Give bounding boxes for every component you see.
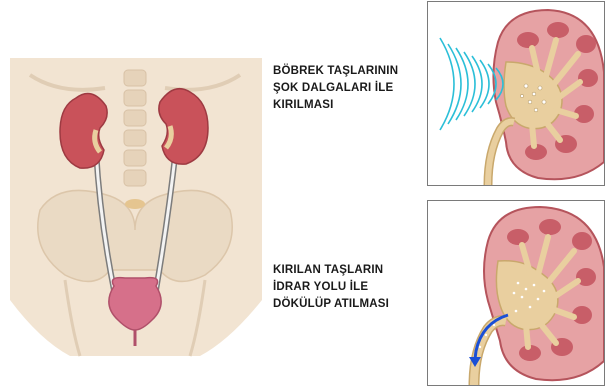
- step-2-caption-line-2: İDRAR YOLU İLE: [273, 279, 425, 296]
- kidney-shock-wave-svg: [428, 2, 604, 185]
- urinary-system-illustration: [0, 0, 268, 389]
- urinary-system-svg: [0, 0, 268, 389]
- step-1-caption-line-1: BÖBREK TAŞLARININ: [273, 63, 425, 80]
- step-1-caption: BÖBREK TAŞLARININ ŞOK DALGALARI İLE KIRI…: [273, 63, 425, 114]
- stone-passage-frame: [427, 200, 605, 386]
- step-2-caption-line-3: DÖKÜLÜP ATILMASI: [273, 296, 425, 313]
- shock-wave-frame: [427, 1, 605, 186]
- step-2-caption: KIRILAN TAŞLARIN İDRAR YOLU İLE DÖKÜLÜP …: [273, 262, 425, 313]
- step-2-caption-line-1: KIRILAN TAŞLARIN: [273, 262, 425, 279]
- step-1-caption-line-3: KIRILMASI: [273, 97, 425, 114]
- step-1-caption-line-2: ŞOK DALGALARI İLE: [273, 80, 425, 97]
- kidney-stone-passage-svg: [428, 201, 604, 385]
